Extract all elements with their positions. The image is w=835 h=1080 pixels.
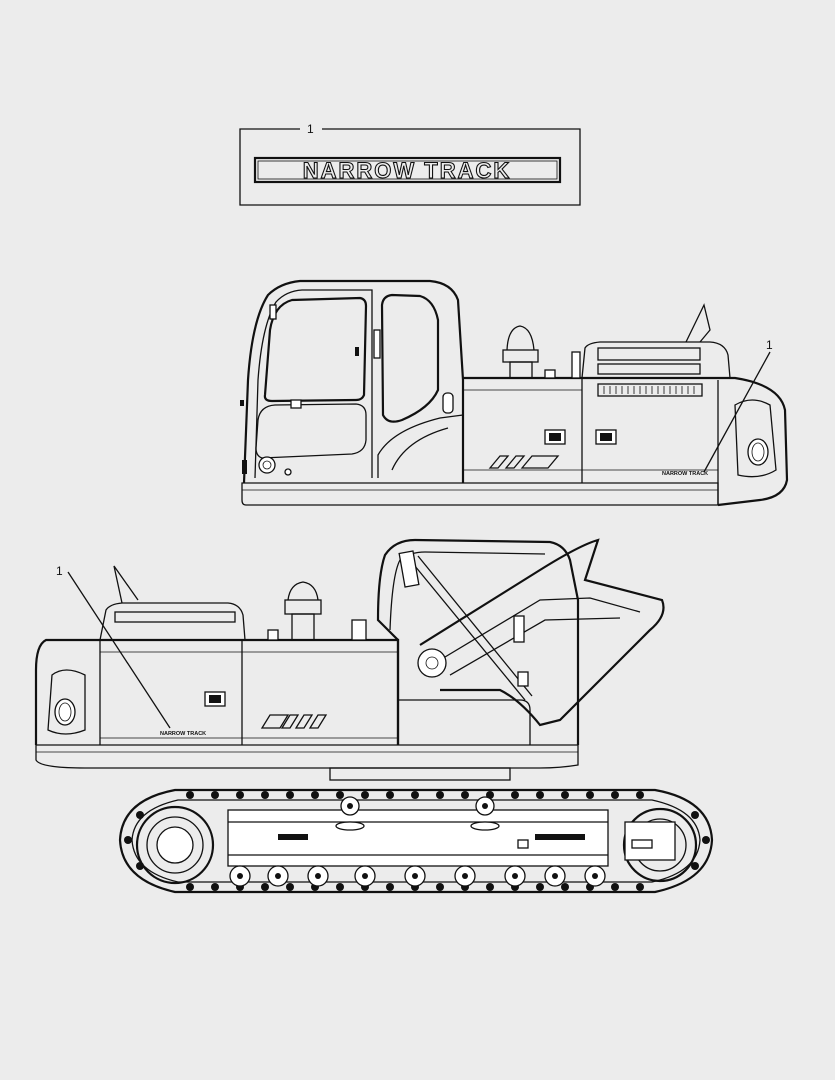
right-side-view: NARROW TRACK 1 [240,279,789,507]
track-rollers [229,865,606,887]
decal-text-right-side: NARROW TRACK [662,471,708,477]
callout-decal: 1 [307,122,314,136]
callout-right-side: 1 [766,338,773,352]
undercarriage [118,767,714,894]
track-links [124,791,710,891]
decal-text-left-side: NARROW TRACK [160,731,206,737]
callout-left-side: 1 [56,564,63,578]
decal-text-large: NARROW TRACK [303,158,512,183]
decal-detail: 1 NARROW TRACK [239,122,581,206]
louvre-marks-right [603,386,695,394]
left-side-view: NARROW TRACK 1 [34,538,665,769]
